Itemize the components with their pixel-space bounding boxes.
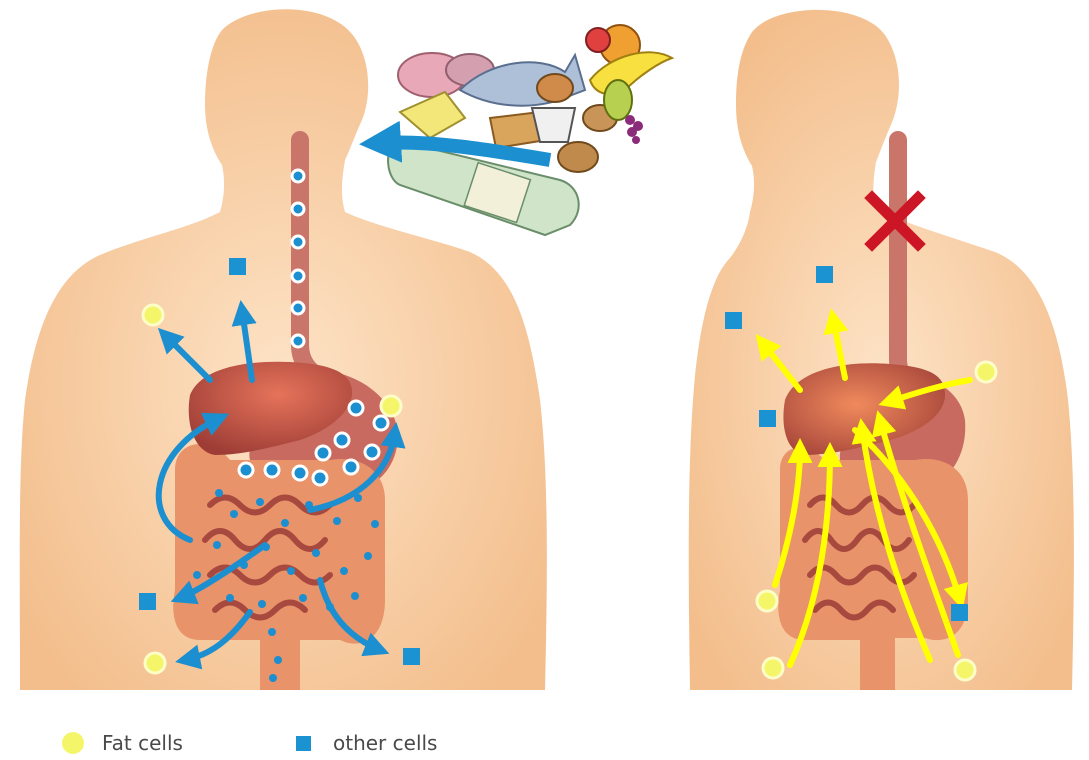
- other-cell: [759, 410, 776, 427]
- other-cell: [229, 258, 246, 275]
- legend-fat-cells: Fat cells: [62, 728, 183, 758]
- fat-cell: [757, 591, 777, 611]
- food-pile-illustration: [388, 25, 672, 235]
- fat-cell: [145, 653, 165, 673]
- other-cell: [725, 312, 742, 329]
- other-cell: [403, 648, 420, 665]
- fat-cell-swatch: [62, 732, 84, 754]
- other-cell: [139, 593, 156, 610]
- fat-cell: [143, 305, 163, 325]
- fat-cell: [381, 396, 401, 416]
- fat-cell: [976, 362, 996, 382]
- other-cell-swatch: [296, 736, 311, 751]
- other-cell: [951, 604, 968, 621]
- fat-cell: [955, 660, 975, 680]
- legend-fat-cells-label: Fat cells: [102, 731, 183, 755]
- legend-other-cells-label: other cells: [333, 731, 437, 755]
- other-cell: [816, 266, 833, 283]
- fat-cell: [763, 658, 783, 678]
- legend-other-cells: other cells: [296, 728, 437, 758]
